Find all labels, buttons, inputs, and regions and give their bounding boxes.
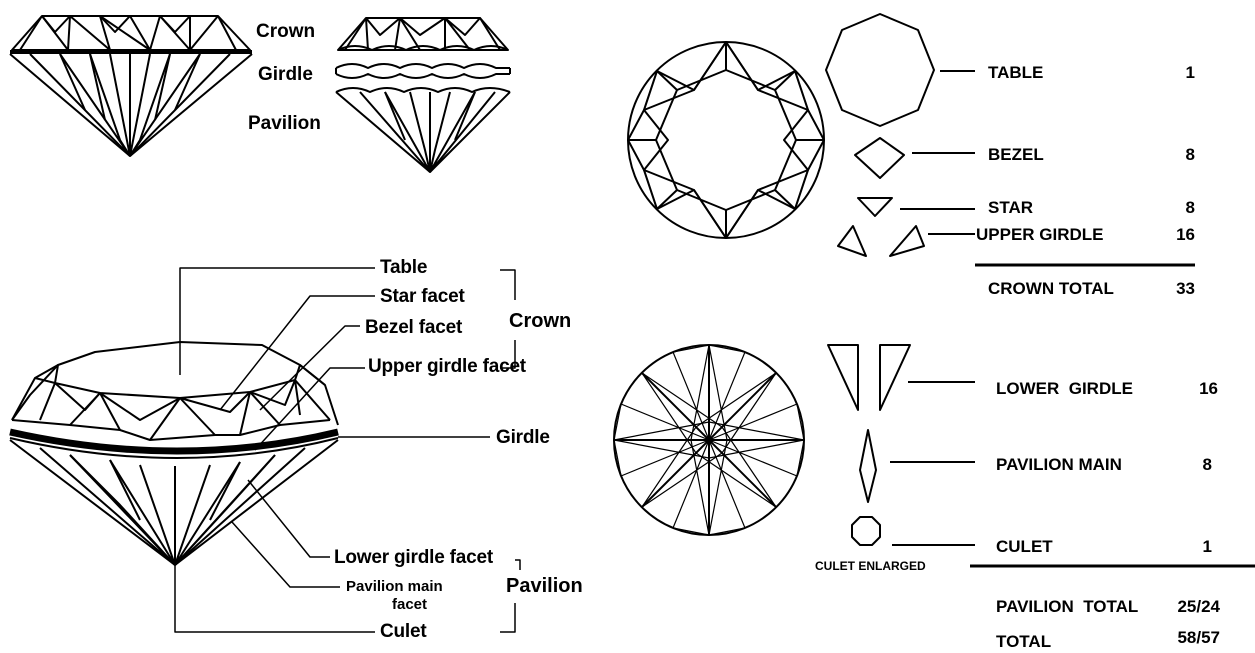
pavilion-main-icon [860, 430, 876, 502]
callout-table: Table [380, 258, 427, 277]
callout-bezel-facet: Bezel facet [365, 318, 462, 337]
pavilion-total-count: 25/24 [1160, 598, 1220, 615]
facet-count-pavilion-main: 8 [1172, 456, 1212, 473]
lower-girdle-pair-icon [828, 345, 910, 410]
pavilion-total-label: PAVILION TOTAL [996, 598, 1138, 615]
facet-name-culet: CULET [996, 538, 1053, 555]
facet-name-bezel: BEZEL [988, 146, 1044, 163]
facet-count-bezel: 8 [1150, 146, 1195, 163]
facet-count-lower-girdle: 16 [1172, 380, 1218, 397]
crown-top-view-drawing [628, 42, 824, 238]
facet-count-upper-girdle: 16 [1150, 226, 1195, 243]
diamond-profile-drawing [10, 16, 252, 156]
kite-bezel-icon [855, 138, 904, 178]
pavilion-bottom-view-drawing [614, 345, 804, 535]
facet-name-lower-girdle: LOWER GIRDLE [996, 380, 1133, 397]
culet-enlarged-caption: CULET ENLARGED [815, 560, 926, 572]
facet-name-upper-girdle: UPPER GIRDLE [976, 226, 1104, 243]
culet-octagon-icon [852, 517, 880, 545]
total-label: TOTAL [996, 633, 1051, 650]
crown-total-count: 33 [1150, 280, 1195, 297]
girdle-label: Girdle [258, 65, 313, 84]
group-label-crown: Crown [509, 311, 571, 331]
octagon-table-icon [826, 14, 934, 126]
exploded-profile-drawing [336, 18, 510, 172]
callout-upper-girdle-facet: Upper girdle facet [368, 357, 526, 376]
pavilion-label: Pavilion [248, 114, 321, 133]
facet-count-culet: 1 [1172, 538, 1212, 555]
crown-total-label: CROWN TOTAL [988, 280, 1114, 297]
total-count: 58/57 [1160, 629, 1220, 646]
facet-count-table: 1 [1150, 64, 1195, 81]
facet-name-pavilion-main: PAVILION MAIN [996, 456, 1122, 473]
facet-name-star: STAR [988, 199, 1033, 216]
triangle-star-icon [858, 198, 892, 216]
callout-culet: Culet [380, 622, 427, 641]
facet-count-star: 8 [1150, 199, 1195, 216]
upper-girdle-pair-icon [838, 226, 924, 256]
crown-label: Crown [256, 22, 315, 41]
facet-name-table: TABLE [988, 64, 1043, 81]
callout-star-facet: Star facet [380, 287, 465, 306]
callout-lower-girdle-facet: Lower girdle facet [334, 548, 493, 567]
group-label-pavilion: Pavilion [506, 576, 583, 596]
callout-girdle: Girdle [496, 428, 550, 447]
callout-pavilion-main-facet-line1: Pavilion main [346, 579, 443, 594]
callout-pavilion-main-facet-line2: facet [392, 597, 427, 612]
